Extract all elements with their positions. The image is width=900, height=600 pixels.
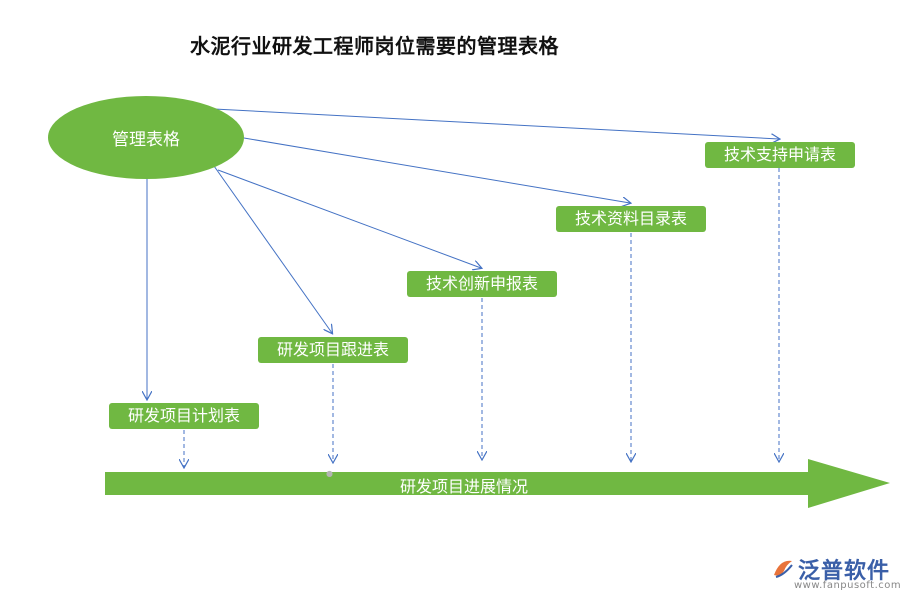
connector-to-track	[213, 165, 332, 333]
logo-mark-icon	[774, 560, 793, 578]
logo-name: 泛普软件	[798, 559, 891, 584]
box-innovation-report: 技术创新申报表	[407, 271, 557, 297]
brand-logo: 泛普软件 www.fanpusoft.com	[770, 553, 900, 597]
page-title: 水泥行业研发工程师岗位需要的管理表格	[190, 34, 559, 58]
connector-to-catalog	[243, 137, 630, 203]
connector-to-support	[213, 108, 779, 139]
box-project-tracking: 研发项目跟进表	[258, 337, 408, 363]
logo-url: www.fanpusoft.com	[794, 580, 900, 591]
box-tech-catalog: 技术资料目录表	[556, 206, 706, 232]
box-tech-support: 技术支持申请表	[705, 142, 855, 168]
hub-label: 管理表格	[112, 130, 180, 150]
progress-arrow-label: 研发项目进展情况	[400, 477, 529, 496]
connector-to-innovation	[217, 169, 481, 268]
progress-arrow	[105, 459, 890, 508]
watermark-icon: ●	[326, 469, 333, 478]
box-project-plan: 研发项目计划表	[109, 403, 259, 429]
hub-ellipse: 管理表格	[48, 96, 244, 179]
